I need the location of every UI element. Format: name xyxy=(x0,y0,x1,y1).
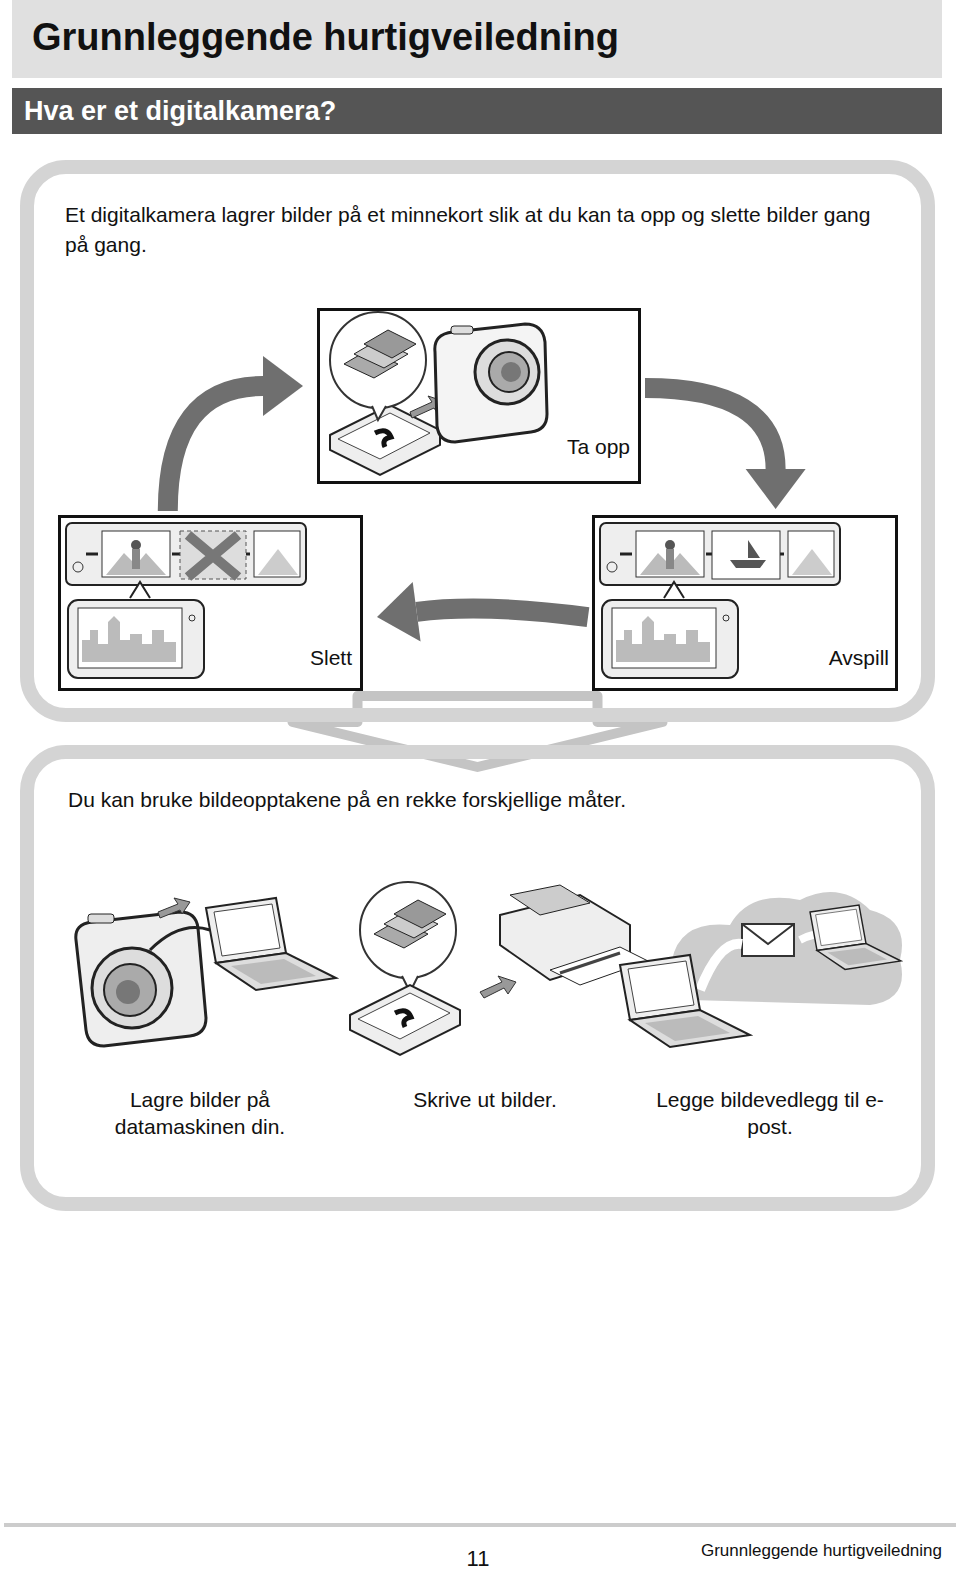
arrow-shaft xyxy=(168,386,263,511)
arrow-head xyxy=(746,469,806,509)
use-caption: Legge bildevedlegg til e-post. xyxy=(645,1086,895,1140)
uses-panel: Du kan bruke bildeopptakene på en rekke … xyxy=(20,745,935,1211)
page-title: Grunnleggende hurtigveiledning xyxy=(32,16,619,59)
footer-title: Grunnleggende hurtigveiledning xyxy=(660,1537,942,1564)
node-text: Et digitalkamera lagrer bilder på et min… xyxy=(65,200,895,260)
step-box: Ta opp xyxy=(317,308,641,484)
arrow-shaft xyxy=(645,388,776,469)
arrow-head xyxy=(263,356,303,416)
info-panel: Et digitalkamera lagrer bilder på et min… xyxy=(20,160,935,722)
cycle-arrow xyxy=(168,356,303,511)
title-band xyxy=(12,0,942,78)
arrow-head xyxy=(377,582,421,641)
node-text: Slett xyxy=(310,646,352,670)
cycle-arrow xyxy=(377,582,588,641)
use-caption: Skrive ut bilder. xyxy=(385,1086,585,1113)
cycle-arrow xyxy=(645,388,806,509)
arrow-shaft xyxy=(417,608,588,617)
node-text: Du kan bruke bildeopptakene på en rekke … xyxy=(68,785,908,815)
node-text: Ta opp xyxy=(567,435,630,459)
step-box: Avspill xyxy=(592,515,898,691)
use-caption: Lagre bilder på datamaskinen din. xyxy=(90,1086,310,1140)
page-number: 11 xyxy=(448,1545,508,1572)
step-box: Slett xyxy=(58,515,363,691)
node-text: Avspill xyxy=(829,646,889,670)
section-band: Hva er et digitalkamera? xyxy=(12,88,942,134)
node-text: Hva er et digitalkamera? xyxy=(24,96,336,127)
